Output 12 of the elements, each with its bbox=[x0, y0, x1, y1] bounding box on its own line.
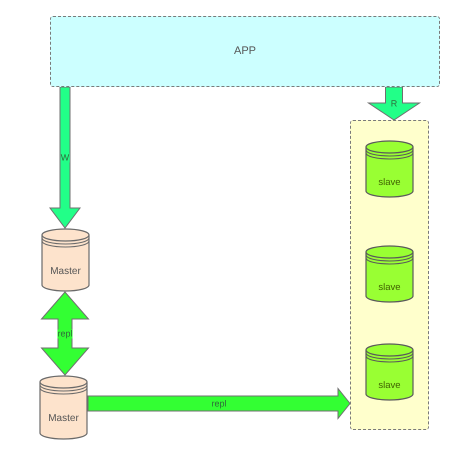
process-box bbox=[50, 16, 440, 87]
node-label: Master bbox=[50, 266, 81, 276]
block-arrow bbox=[366, 86, 422, 121]
node-label: slave bbox=[378, 282, 401, 294]
node-label: slave bbox=[378, 178, 401, 188]
node-label: Master bbox=[48, 413, 79, 424]
block-arrow bbox=[49, 86, 81, 229]
group-container bbox=[350, 120, 429, 430]
node-label: slave bbox=[378, 380, 401, 392]
node-label: APP bbox=[234, 45, 256, 58]
double-block-arrow bbox=[40, 291, 90, 376]
block-arrow bbox=[88, 387, 351, 420]
